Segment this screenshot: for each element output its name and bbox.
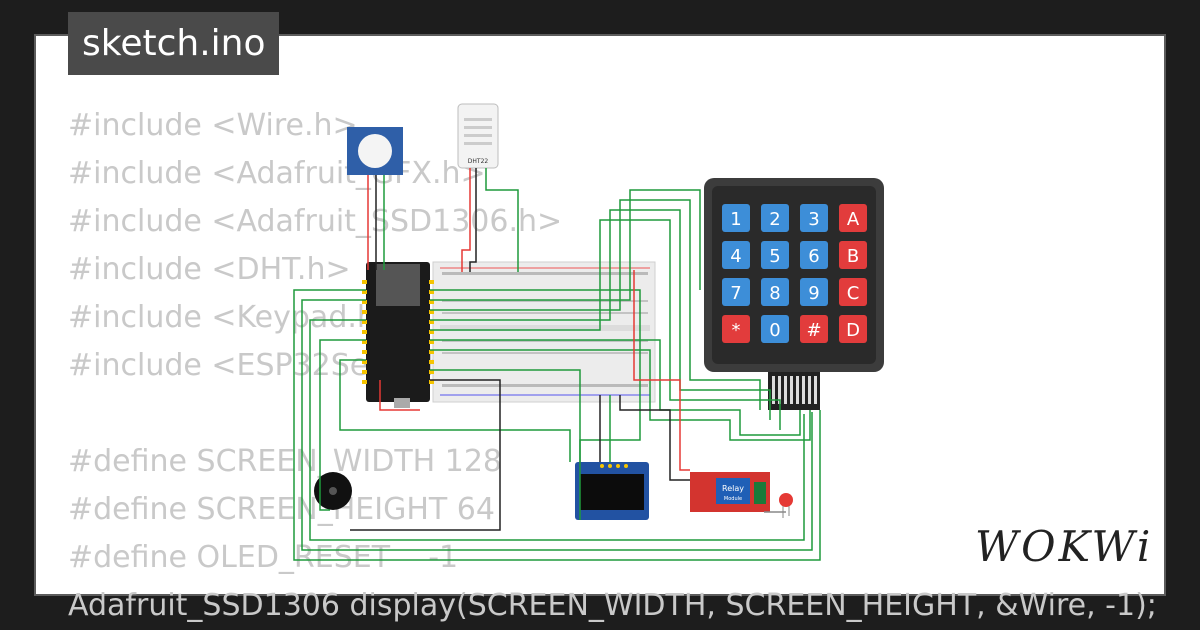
keypad: 1 2 3 A 4 5 6 B 7 8 9 C * 0 # D bbox=[704, 178, 884, 410]
keypad-key-label: 9 bbox=[808, 283, 819, 304]
keypad-key-label: 0 bbox=[769, 320, 780, 341]
keypad-key[interactable] bbox=[839, 278, 867, 306]
code-line: Adafruit_SSD1306 display(SCREEN_WIDTH, S… bbox=[68, 588, 1157, 623]
relay-label: Relay bbox=[722, 484, 744, 493]
keypad-key-label: 8 bbox=[769, 283, 780, 304]
pir-sensor bbox=[347, 127, 403, 270]
keypad-key-label: * bbox=[732, 320, 741, 341]
wires bbox=[293, 189, 821, 561]
keypad-key-label: 3 bbox=[808, 209, 819, 230]
keypad-key-label: 6 bbox=[808, 246, 819, 267]
keypad-key-label: 4 bbox=[730, 246, 741, 267]
keypad-key-label: C bbox=[847, 283, 860, 304]
dht22-sensor: DHT22 bbox=[457, 103, 519, 272]
esp32-board bbox=[362, 262, 434, 408]
keypad-key[interactable] bbox=[839, 241, 867, 269]
keypad-key[interactable] bbox=[800, 278, 828, 306]
keypad-key[interactable] bbox=[839, 315, 867, 343]
keypad-key[interactable] bbox=[839, 204, 867, 232]
keypad-key-label: B bbox=[847, 246, 859, 267]
keypad-key-label: 2 bbox=[769, 209, 780, 230]
code-line: #define OLED_RESET -1 bbox=[68, 540, 459, 575]
keypad-key-label: 1 bbox=[730, 209, 741, 230]
keypad-key-label: 5 bbox=[769, 246, 780, 267]
keypad-key[interactable] bbox=[800, 241, 828, 269]
led bbox=[779, 493, 793, 518]
keypad-key-label: # bbox=[806, 320, 821, 341]
relay-module: Relay Module bbox=[690, 472, 770, 512]
code-line: #define SCREEN_WIDTH 128 bbox=[68, 444, 503, 479]
keypad-key[interactable] bbox=[800, 315, 828, 343]
code-line: #include <Adafruit_SSD1306.h> bbox=[68, 204, 563, 239]
code-line: #include <DHT.h> bbox=[68, 252, 351, 287]
keypad-key-label: D bbox=[846, 320, 860, 341]
dht22-label: DHT22 bbox=[468, 158, 489, 165]
wokwi-logo: WOKWi bbox=[975, 522, 1154, 571]
buzzer bbox=[314, 472, 352, 510]
code-line: #include <Wire.h> bbox=[68, 108, 358, 143]
keypad-key[interactable] bbox=[761, 315, 789, 343]
keypad-key[interactable] bbox=[722, 204, 750, 232]
keypad-key-label: A bbox=[847, 209, 860, 230]
breadboard bbox=[432, 261, 656, 403]
keypad-key-label: 7 bbox=[730, 283, 741, 304]
keypad-key[interactable] bbox=[761, 278, 789, 306]
window-title: sketch.ino bbox=[68, 12, 280, 75]
keypad-key[interactable] bbox=[800, 204, 828, 232]
relay-sublabel: Module bbox=[724, 496, 742, 502]
oled-display bbox=[575, 462, 649, 520]
keypad-key[interactable] bbox=[761, 204, 789, 232]
keypad-key[interactable] bbox=[761, 241, 789, 269]
keypad-key[interactable] bbox=[722, 241, 750, 269]
keypad-key[interactable] bbox=[722, 315, 750, 343]
keypad-key[interactable] bbox=[722, 278, 750, 306]
